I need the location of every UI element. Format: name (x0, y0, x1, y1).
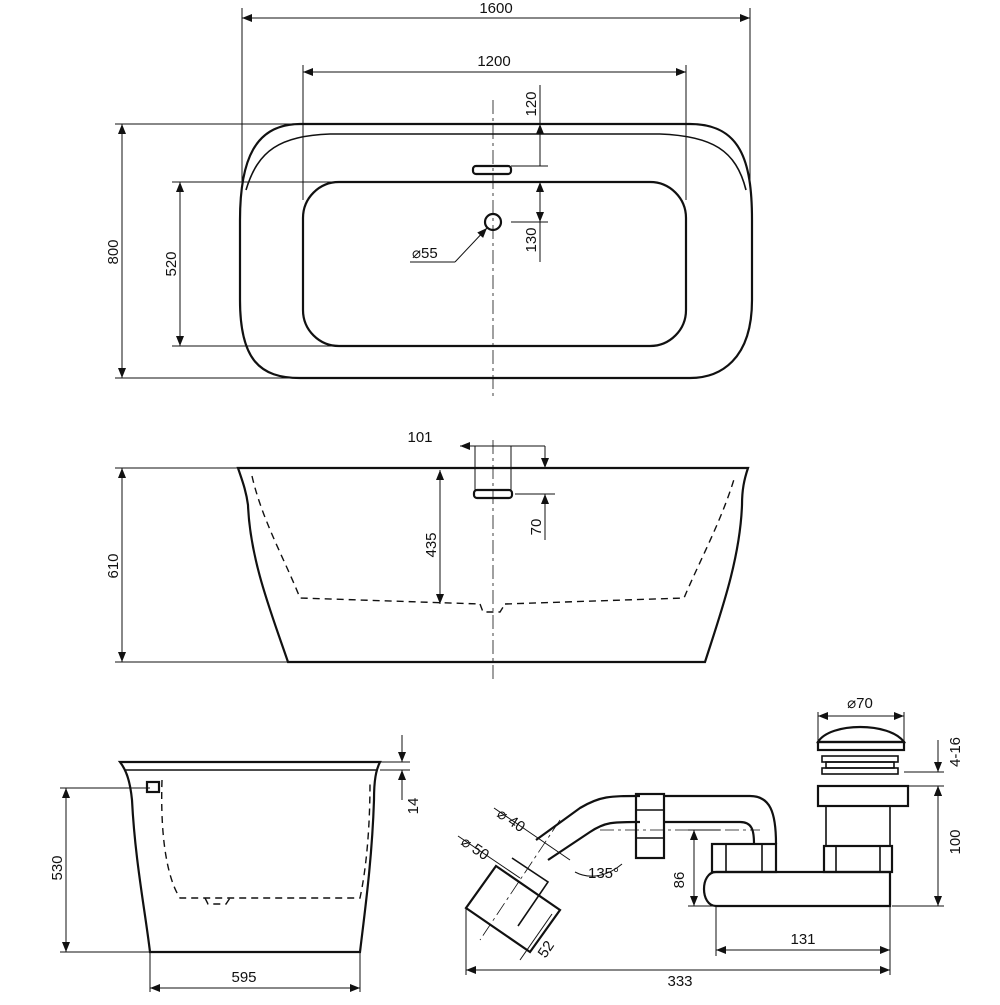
drain-cap (816, 726, 907, 744)
angle-arc (574, 863, 623, 877)
dim-overall-height: 610 (105, 553, 122, 578)
dimension-line-52 (519, 913, 553, 961)
top-view: 1600 1200 800 520 120 130 (105, 0, 754, 400)
dim-overall-length: 333 (667, 973, 692, 990)
dim-end-height: 530 (49, 855, 66, 880)
outlet-center-line (479, 819, 561, 941)
trap-nut (710, 842, 778, 874)
dim-inner-width: 520 (163, 251, 180, 276)
dim-cap-diameter: ⌀70 (847, 695, 873, 712)
dim-end-width: 595 (231, 969, 256, 986)
overflow-slot-side (472, 488, 514, 500)
tub-inner-basin (301, 180, 688, 348)
dim-drain-spacing: 131 (790, 931, 815, 948)
dim-overflow-offset: 101 (407, 429, 432, 446)
leader-line (457, 835, 521, 879)
pipe-coupling (634, 792, 666, 860)
dim-inner-depth: 435 (423, 532, 440, 557)
tub-side-outline (236, 466, 750, 664)
drain-hidden-line (479, 603, 506, 613)
dim-angle: 135° (588, 865, 619, 882)
overflow-end (145, 780, 161, 794)
dim-rim-thickness: 14 (405, 798, 422, 815)
trap-body (703, 870, 892, 908)
drain-body (821, 755, 899, 763)
overflow-slot (471, 164, 513, 176)
side-view: 101 70 435 610 (105, 429, 750, 682)
leader-arrow (454, 227, 488, 263)
drain-stem (825, 805, 891, 847)
dim-overflow-height: 70 (528, 519, 545, 536)
drain-hidden-line (204, 897, 231, 905)
outlet-pipe-inner (511, 857, 550, 927)
overflow-pipe-bottom (547, 820, 756, 861)
outlet-pipe (464, 864, 562, 954)
overflow-pipe-top (535, 794, 778, 845)
drain-body (825, 761, 895, 769)
dim-outlet-height: 86 (671, 872, 688, 889)
dim-outlet-length: 52 (535, 938, 558, 961)
dim-rim-offset: 120 (523, 91, 540, 116)
drain-detail: 135° ⌀ 40 ⌀ 50 52 ⌀70 4-16 100 86 131 (457, 695, 964, 990)
drain-nut (822, 844, 894, 874)
end-view: 530 595 14 (49, 735, 422, 992)
drain-flange (816, 784, 910, 808)
dim-drain-diameter: ⌀55 (412, 245, 438, 262)
tub-rim-line (245, 133, 747, 191)
dim-pipe-outer: ⌀ 50 (458, 833, 492, 864)
dim-pipe-inner: ⌀ 40 (494, 805, 528, 836)
dim-trap-height: 100 (947, 829, 964, 854)
drain-cap-base (816, 740, 906, 752)
dim-cap-adjust: 4-16 (947, 737, 964, 767)
dim-overall-width: 800 (105, 239, 122, 264)
tub-end-hidden-line (161, 779, 371, 899)
dim-overall-length: 1600 (479, 0, 512, 17)
leader-line (493, 807, 571, 861)
dim-drain-offset: 130 (523, 227, 540, 252)
tub-inner-hidden-line (251, 475, 736, 605)
tub-outer-outline (238, 122, 754, 380)
dim-inner-length: 1200 (477, 53, 510, 70)
drain-body (821, 767, 899, 775)
